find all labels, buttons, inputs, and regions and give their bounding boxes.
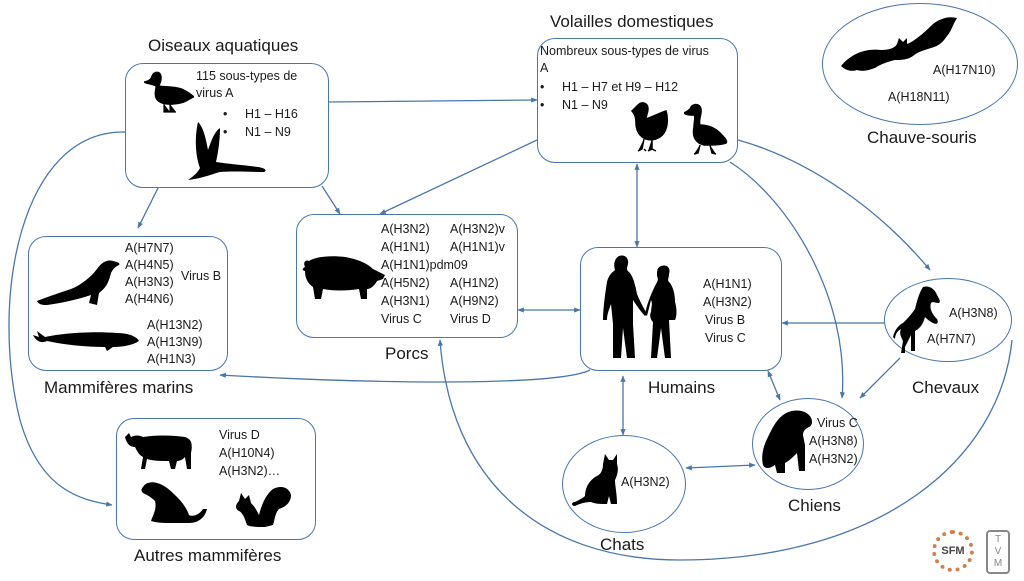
chevaux-line-0: A(H3N8): [949, 306, 998, 320]
porcs-row-4-a: A(H3N1): [381, 294, 430, 308]
porcs-row-1-a: A(H1N1): [381, 240, 430, 254]
chauve-souris-line-1: A(H17N10): [933, 63, 996, 77]
domestic-duck-icon: [684, 103, 728, 155]
edge-oiseaux-autres: [8, 131, 126, 507]
whale-icon: [33, 327, 139, 351]
edge-chats-chiens: [685, 462, 756, 471]
cat-icon: [571, 452, 621, 508]
edge-oiseaux-porcs: [321, 185, 341, 215]
duck-icon: [144, 70, 194, 114]
edge-humains-marins: [219, 369, 591, 383]
porcs-row-2-a: A(H1N1)pdm09: [381, 258, 468, 272]
porcs-row-1-b: A(H1N1)v: [450, 240, 505, 254]
node-oiseaux-aquatiques: 115 sous-types de virus A •H1 – H16 •N1 …: [125, 63, 329, 188]
oiseaux-line-1: 115 sous-types de: [196, 69, 298, 83]
sea-lion-icon: [37, 259, 121, 307]
porcs-row-4-b: A(H9N2): [450, 294, 499, 308]
chiens-line-0: Virus C: [817, 416, 858, 430]
marins-col1-3: A(H4N6): [125, 292, 174, 306]
node-chevaux: A(H3N8) A(H7N7): [884, 278, 1012, 362]
dog-icon: [761, 409, 813, 475]
edge-humains-chiens: [767, 370, 781, 401]
oiseaux-bullet-text: N1 – N9: [245, 125, 291, 139]
title-porcs: Porcs: [385, 344, 429, 363]
tvm-logo: T V M: [986, 530, 1010, 574]
marins-col1-2: A(H3N3): [125, 275, 174, 289]
edge-chevaux-chiens: [859, 357, 901, 399]
volailles-bullet-2: •N1 – N9: [540, 98, 608, 112]
edge-chevaux-porcs: [437, 339, 1013, 561]
title-volailles-domestiques: Volailles domestiques: [550, 12, 714, 31]
volailles-bullet-text: H1 – H7 et H9 – H12: [562, 80, 679, 94]
pig-icon: [301, 255, 385, 301]
node-porcs: A(H3N2) A(H3N2)v A(H1N1) A(H1N1)v A(H1N1…: [296, 214, 518, 338]
oiseaux-bullet-2: •N1 – N9: [223, 125, 291, 139]
chauve-souris-line-2: A(H18N11): [888, 90, 950, 104]
node-humains: A(H1N1) A(H3N2) Virus B Virus C: [580, 247, 782, 371]
node-chats: A(H3N2): [562, 435, 686, 533]
chats-line-0: A(H3N2): [621, 475, 670, 489]
tvm-letter: T: [994, 534, 1002, 545]
edge-volailles-chevaux: [737, 139, 931, 271]
title-autres-mammiferes: Autres mammifères: [134, 546, 282, 565]
sfm-logo: SFM: [932, 530, 974, 572]
title-mammiferes-marins: Mammifères marins: [44, 378, 194, 397]
title-humains: Humains: [648, 378, 716, 397]
marins-col1-0: A(H7N7): [125, 241, 174, 255]
node-chiens: Virus C A(H3N8) A(H3N2): [752, 398, 864, 490]
marins-virus-b: Virus B: [181, 269, 222, 283]
title-chats: Chats: [600, 535, 645, 554]
edge-volailles-porcs: [379, 139, 538, 215]
chicken-icon: [630, 101, 670, 153]
node-autres-mammiferes: Virus D A(H10N4) A(H3N2)…: [116, 418, 316, 540]
volailles-line-1: Nombreux sous-types de virus: [540, 44, 709, 58]
node-volailles-domestiques: Nombreux sous-types de virus A •H1 – H7 …: [537, 38, 738, 163]
humains-line-2: Virus B: [705, 313, 746, 327]
autres-line-1: A(H10N4): [219, 446, 275, 460]
autres-line-2: A(H3N2)…: [219, 464, 281, 478]
ferret-icon: [141, 481, 209, 525]
marins-col2-2: A(H1N3): [147, 352, 196, 366]
horse-icon: [893, 285, 943, 355]
oiseaux-line-2: virus A: [196, 86, 234, 100]
porcs-row-3-a: A(H5N2): [381, 276, 430, 290]
cow-icon: [125, 429, 193, 471]
chiens-line-2: A(H3N2): [809, 452, 858, 466]
marins-col1-1: A(H4N5): [125, 258, 174, 272]
title-oiseaux-aquatiques: Oiseaux aquatiques: [148, 36, 299, 55]
oiseaux-bullet-1: •H1 – H16: [223, 107, 298, 121]
porcs-row-5-b: Virus D: [450, 312, 491, 326]
chiens-line-1: A(H3N8): [809, 434, 858, 448]
marins-col2-0: A(H13N2): [147, 318, 203, 332]
volailles-line-2: A: [540, 61, 549, 75]
squirrel-icon: [235, 485, 291, 529]
edge-oiseaux-marins: [137, 187, 159, 229]
porcs-row-3-b: A(H1N2): [450, 276, 499, 290]
marins-col2-1: A(H13N9): [147, 335, 203, 349]
chevaux-line-1: A(H7N7): [927, 332, 976, 346]
humains-line-3: Virus C: [705, 331, 746, 345]
node-mammiferes-marins: A(H7N7) A(H4N5) A(H3N3) A(H4N6) Virus B …: [28, 236, 228, 371]
volailles-bullet-1: •H1 – H7 et H9 – H12: [540, 80, 679, 94]
human-couple-icon: [601, 254, 685, 360]
porcs-row-0-a: A(H3N2): [381, 222, 430, 236]
oiseaux-bullet-text: H1 – H16: [245, 107, 298, 121]
flying-goose-icon: [178, 120, 268, 182]
autres-line-0: Virus D: [219, 428, 260, 442]
bat-icon: [841, 14, 959, 76]
tvm-letter: M: [993, 558, 1003, 569]
porcs-row-5-a: Virus C: [381, 312, 422, 326]
tvm-letter: V: [994, 546, 1002, 557]
edge-oiseaux-volailles: [327, 97, 538, 103]
title-chiens: Chiens: [788, 496, 841, 515]
edge-volailles-chiens: [729, 161, 846, 399]
humains-line-1: A(H3N2): [703, 295, 752, 309]
volailles-bullet-text: N1 – N9: [562, 98, 608, 112]
node-chauve-souris: A(H17N10) A(H18N11): [822, 3, 1018, 125]
porcs-row-0-b: A(H3N2)v: [450, 222, 505, 236]
humains-line-0: A(H1N1): [703, 277, 752, 291]
title-chevaux: Chevaux: [912, 378, 980, 397]
title-chauve-souris: Chauve-souris: [867, 128, 977, 147]
